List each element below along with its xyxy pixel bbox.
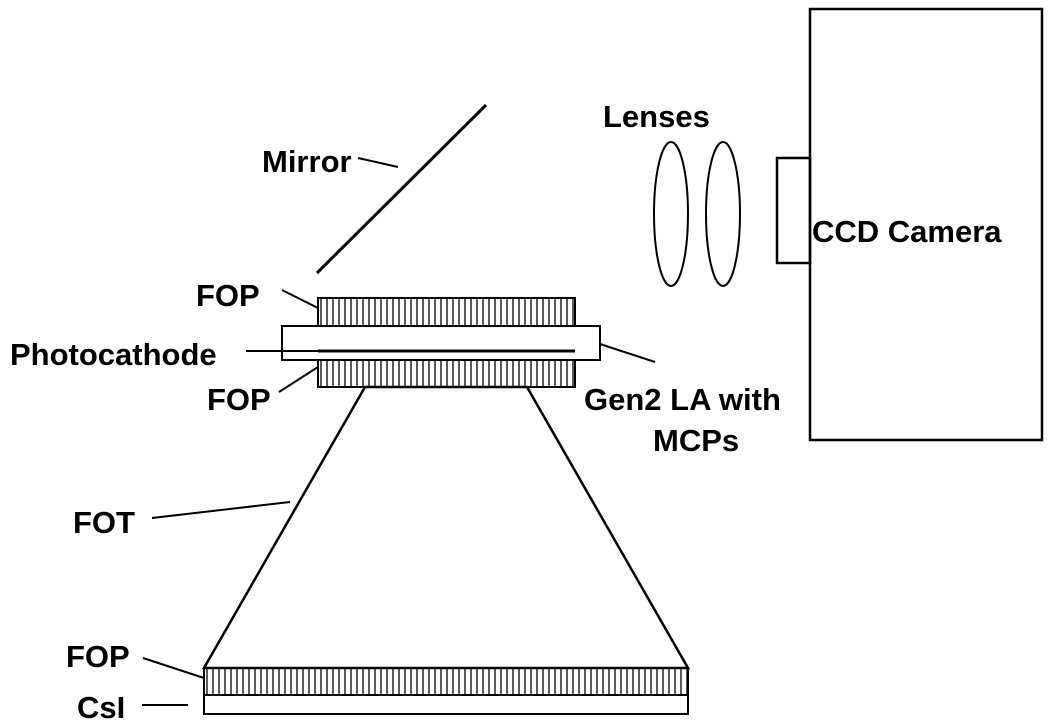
gen2-label-line2: MCPs — [653, 423, 739, 458]
fop-middle-label: FOP — [207, 382, 271, 417]
mirror-leader-line — [357, 157, 399, 168]
lens-left — [653, 141, 689, 287]
fot-leader-line — [151, 501, 291, 519]
fop-bottom-label: FOP — [66, 639, 130, 674]
fot-taper — [201, 385, 691, 670]
csi-scintillator — [203, 694, 689, 715]
mirror — [315, 103, 488, 275]
fop-top-label: FOP — [196, 278, 260, 313]
gen2-light-amplifier — [281, 325, 601, 361]
fop-bottom — [203, 667, 689, 696]
fop-top-leader-line — [281, 289, 319, 309]
fop-bottom-leader-line — [142, 657, 205, 679]
fot-label: FOT — [73, 505, 135, 540]
ccd-camera-mount — [775, 156, 812, 265]
photocathode-label: Photocathode — [10, 337, 217, 372]
csi-label: CsI — [77, 690, 125, 725]
gen2-label-line1: Gen2 LA with — [584, 382, 781, 417]
fop-middle — [317, 359, 576, 388]
ccd-camera-label: CCD Camera — [812, 214, 1002, 249]
lenses-label: Lenses — [603, 99, 710, 134]
mirror-label: Mirror — [262, 144, 352, 179]
fop-top — [317, 297, 576, 327]
fop-middle-leader-line — [278, 366, 319, 393]
lens-right — [705, 141, 741, 287]
gen2-leader-line — [599, 343, 656, 363]
